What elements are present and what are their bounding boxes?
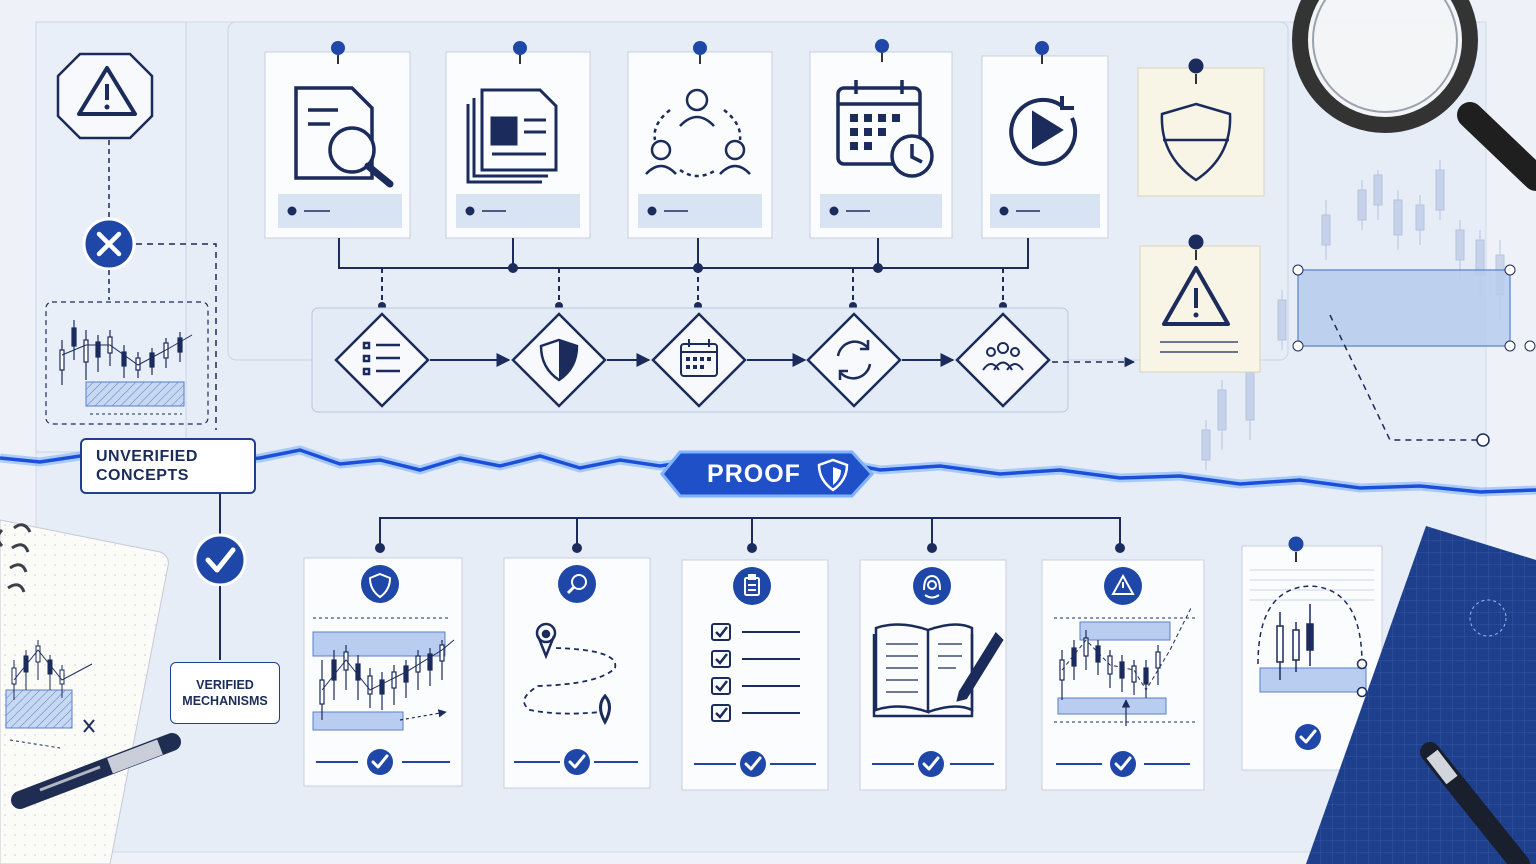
shield-outline-icon <box>1160 102 1232 182</box>
refresh-icon <box>836 340 872 380</box>
step-calendar <box>651 312 747 408</box>
step-refresh <box>806 312 902 408</box>
selection-box <box>1292 264 1536 447</box>
document-search-icon <box>294 86 394 188</box>
route-map-icon <box>523 622 617 726</box>
card-newspaper <box>445 41 591 239</box>
team-cycle-icon <box>645 88 751 178</box>
journal-pen-icon <box>872 623 1004 718</box>
card-play-cycle <box>981 41 1109 239</box>
chart-breakout-icon <box>1054 605 1196 726</box>
magnifying-glass-icon <box>1292 0 1536 191</box>
calendar-icon <box>680 339 718 377</box>
blueprint-sheet <box>1306 526 1536 864</box>
mini-candlestick-chart <box>59 320 193 385</box>
card-calendar-clock <box>809 39 953 239</box>
clipboard-icon <box>744 574 760 596</box>
card-journal <box>859 559 1007 791</box>
check-circle-icon <box>193 533 247 587</box>
unverified-concepts-label: UNVERIFIED CONCEPTS <box>80 438 256 494</box>
chart-range-icon <box>312 617 455 731</box>
background-candlestick-chart <box>1201 160 1505 470</box>
card-route-map <box>503 557 651 789</box>
play-cycle-icon <box>1009 96 1078 166</box>
group-icon <box>982 342 1024 371</box>
card-chart-breakout <box>1041 559 1205 791</box>
warning-icon <box>1111 573 1135 595</box>
calendar-clock-icon <box>836 80 934 178</box>
card-chart-range <box>303 557 463 787</box>
verified-flow <box>193 494 247 660</box>
top-connector <box>338 238 1029 310</box>
pen-left <box>11 733 181 809</box>
card-checklist <box>681 559 829 791</box>
step-checklist <box>334 312 430 408</box>
proof-banner-shape <box>660 450 875 498</box>
checklist-icon <box>711 623 800 722</box>
newspaper-icon <box>466 88 558 184</box>
step-shield <box>511 312 607 408</box>
left-flow <box>45 52 217 430</box>
bottom-cards <box>303 557 1205 791</box>
card-team-cycle <box>627 41 773 239</box>
search-person-icon <box>566 574 587 595</box>
note-warning <box>1139 234 1261 373</box>
note-shield <box>1137 58 1265 197</box>
shield-icon <box>817 458 849 492</box>
checklist-icon <box>362 341 400 376</box>
unverified-concepts-text: UNVERIFIED CONCEPTS <box>96 448 198 484</box>
candlestick-arch-icon <box>1257 585 1368 698</box>
process-row <box>311 307 1136 413</box>
support-icon <box>923 574 941 599</box>
verified-mechanisms-label: VERIFIED MECHANISMS <box>170 662 280 724</box>
reject-x-icon <box>82 217 136 271</box>
shield-icon <box>368 572 392 599</box>
proof-label: PROOF <box>707 460 801 488</box>
pen-right <box>1420 742 1530 864</box>
top-cards <box>264 39 1109 239</box>
step-group <box>955 312 1051 408</box>
warning-icon <box>1162 266 1230 326</box>
notebook <box>0 519 169 864</box>
bottom-connector <box>375 517 1125 553</box>
card-document-search <box>264 41 411 239</box>
verified-mechanisms-text: VERIFIED MECHANISMS <box>182 678 268 708</box>
warning-icon <box>77 66 137 116</box>
